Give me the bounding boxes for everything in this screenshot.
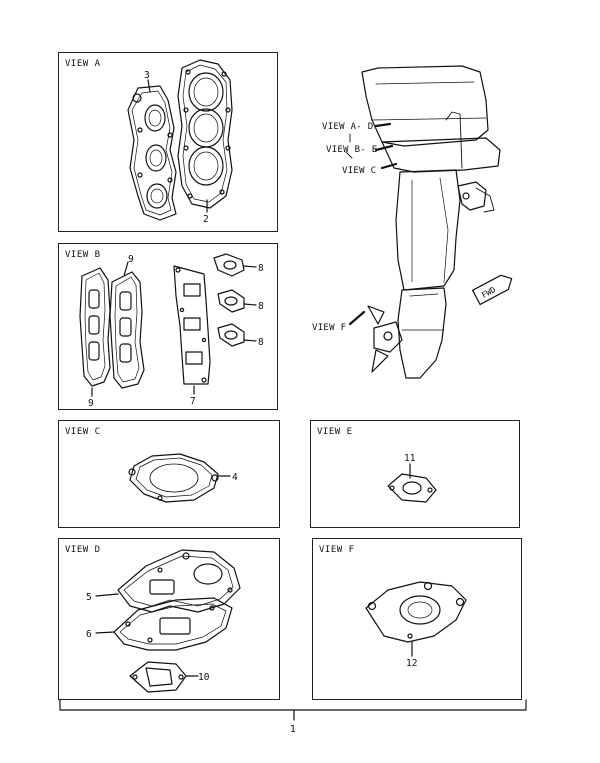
part-number-6: 6 (86, 629, 92, 640)
part-number-9-bottom: 9 (88, 398, 94, 409)
part-number-9-top: 9 (128, 254, 134, 265)
leader-6 (95, 631, 115, 634)
gasket-part-6 (113, 597, 233, 651)
part-number-8-bottom: 8 (258, 337, 264, 348)
part-number-11: 11 (404, 453, 416, 464)
leader-5 (95, 593, 119, 597)
leader-3 (147, 79, 151, 93)
part-number-4: 4 (232, 472, 238, 483)
gasket-part-4 (128, 453, 219, 503)
part-number-8-mid: 8 (258, 301, 264, 312)
gasket-part-7 (173, 265, 211, 385)
part-number-7: 7 (190, 396, 196, 407)
gasket-part-5 (117, 549, 241, 613)
view-e-title: VIEW E (317, 427, 353, 437)
fwd-label: FWD (480, 285, 497, 300)
callout-view-a-d: VIEW A- D (322, 122, 374, 132)
part-number-10: 10 (198, 672, 210, 683)
view-a-title: VIEW A (65, 59, 101, 69)
view-d-title: VIEW D (65, 545, 101, 555)
leader-8-mid (243, 303, 257, 306)
part-number-5: 5 (86, 592, 92, 603)
part-number-12: 12 (406, 658, 417, 669)
arrow-view-c (380, 162, 398, 170)
leader-8-top (243, 265, 257, 268)
gasket-part-10 (129, 661, 187, 693)
view-d-panel: VIEW D (58, 538, 280, 700)
view-b-title: VIEW B (65, 250, 101, 260)
callout-view-f: VIEW F (312, 323, 347, 333)
assembly-bracket (59, 699, 527, 711)
callout-view-b-e: VIEW B- E (326, 145, 378, 155)
gasket-part-3 (127, 85, 177, 221)
fwd-arrow-tag: FWD (471, 274, 513, 306)
gasket-part-2 (177, 59, 233, 209)
view-c-title: VIEW C (65, 427, 101, 437)
outboard-motor-illustration (361, 65, 501, 379)
callout-view-c: VIEW C (342, 166, 377, 176)
part-number-8-top: 8 (258, 263, 264, 274)
view-a-panel: VIEW A (58, 52, 278, 232)
part-number-1: 1 (290, 724, 296, 735)
arrow-view-b-e (374, 144, 394, 152)
view-f-title: VIEW F (319, 545, 355, 555)
gasket-part-8-bottom (217, 323, 245, 347)
view-e-panel: VIEW E (310, 420, 520, 528)
gasket-part-12 (365, 581, 467, 643)
gasket-part-11 (387, 473, 437, 503)
callout-connector (345, 133, 353, 159)
gasket-part-8-mid (217, 289, 245, 313)
leader-9-top (123, 261, 129, 277)
leader-8-bottom (243, 339, 257, 342)
gasket-part-9-left (79, 267, 111, 387)
view-f-panel: VIEW F (312, 538, 522, 700)
part-number-2: 2 (203, 214, 209, 225)
arrow-view-a-d (374, 122, 392, 128)
gasket-part-8-top (213, 253, 245, 277)
view-b-panel: VIEW B (58, 243, 278, 410)
part-number-3: 3 (144, 70, 150, 81)
arrow-view-f (348, 310, 366, 326)
gasket-part-9-right (109, 271, 145, 389)
view-c-panel: VIEW C (58, 420, 280, 528)
